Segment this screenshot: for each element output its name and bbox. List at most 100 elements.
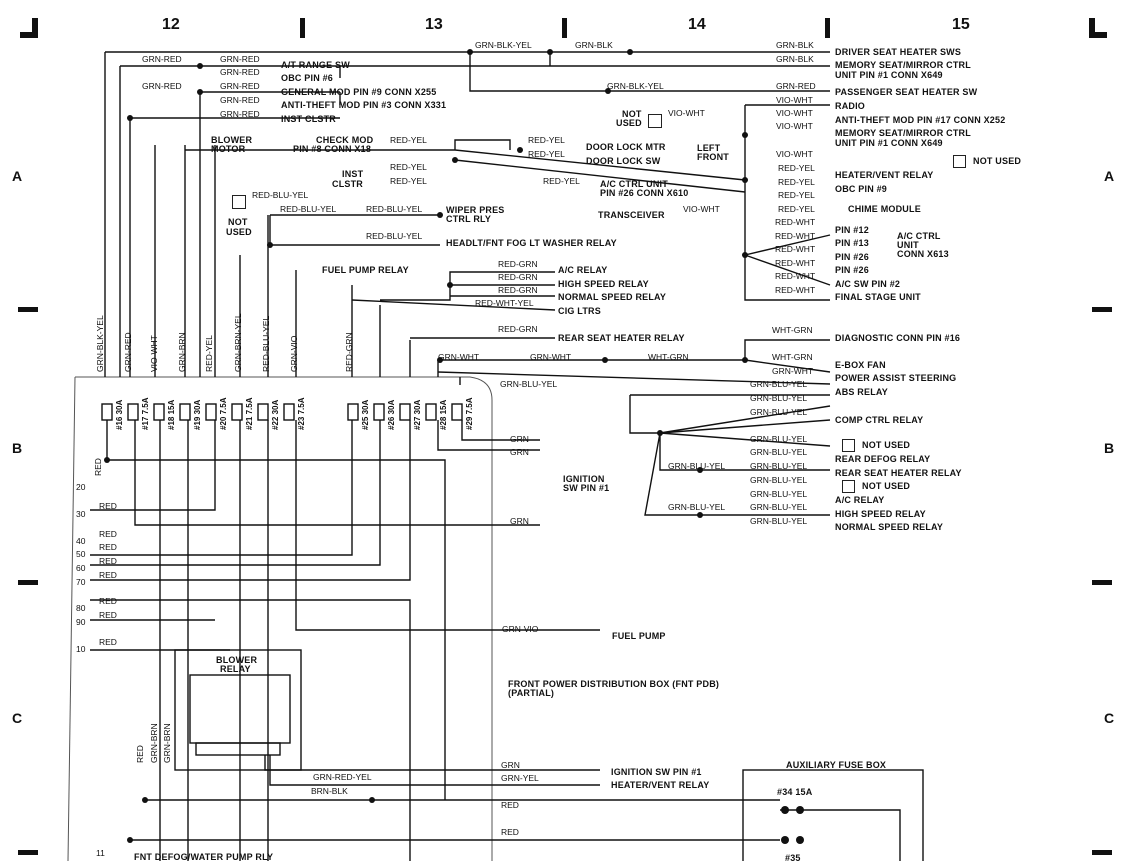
destination-label: INST CLSTR bbox=[281, 114, 336, 124]
destination-label: CONN X613 bbox=[897, 249, 949, 259]
wire-label: GRN-RED-YEL bbox=[313, 772, 372, 782]
wire-label: RED-BLU-YEL bbox=[280, 204, 337, 214]
wire-label: GRN-WHT bbox=[530, 352, 572, 362]
destination-label: DRIVER SEAT HEATER SWS bbox=[835, 47, 962, 57]
fuse-row-left bbox=[101, 403, 295, 421]
wire-label: VIO-WHT bbox=[776, 149, 813, 159]
wire-label: GRN bbox=[510, 447, 529, 457]
blower-relay-title: BLOWER bbox=[216, 655, 258, 665]
fuse-label: #29 7.5A bbox=[465, 397, 474, 430]
fuse-wire-label: GRN-VIO bbox=[289, 335, 299, 372]
wire-label: GRN-BLU-YEL bbox=[750, 489, 808, 499]
wire-label: GRN bbox=[510, 434, 529, 444]
pdb-title: (PARTIAL) bbox=[508, 688, 555, 698]
destination-label: REAR SEAT HEATER RELAY bbox=[835, 468, 962, 478]
destination-label: NOT USED bbox=[862, 481, 911, 491]
destination-label: HEATER/VENT RELAY bbox=[835, 170, 934, 180]
destination-label: HEATER/VENT RELAY bbox=[611, 780, 710, 790]
destination-label: OBC PIN #6 bbox=[281, 73, 334, 83]
fuse-wire-label: VIO-WHT bbox=[149, 335, 159, 372]
destination-label: A/C SW PIN #2 bbox=[835, 279, 901, 289]
fuse-label: #16 30A bbox=[115, 399, 124, 430]
wire-label: RED bbox=[135, 745, 145, 763]
destination-label: DOOR LOCK SW bbox=[586, 156, 661, 166]
pin-label: PIN #13 bbox=[835, 238, 869, 248]
wire-label: GRN-RED bbox=[220, 109, 260, 119]
pin-number: 20 bbox=[76, 482, 86, 492]
destination-label: UNIT bbox=[897, 240, 919, 250]
wire-label: RED-YEL bbox=[778, 190, 815, 200]
wire-label: RED-WHT bbox=[775, 271, 816, 281]
wire-label: GRN-BLU-YEL bbox=[668, 461, 726, 471]
destination-label: HEADLT/FNT FOG LT WASHER RELAY bbox=[446, 238, 617, 248]
destination-label: UNIT PIN #1 CONN X649 bbox=[835, 138, 943, 148]
not-used-label: USED bbox=[616, 118, 642, 128]
wire-label: RED bbox=[99, 542, 117, 552]
pin-label: PIN #26 bbox=[835, 265, 869, 275]
column-13: 13 bbox=[425, 16, 443, 33]
pdb-outline bbox=[75, 376, 493, 861]
wire-label: GRN-WHT bbox=[772, 366, 814, 376]
wire-label: GRN-BLK bbox=[575, 40, 613, 50]
destination-label: DIAGNOSTIC CONN PIN #16 bbox=[835, 333, 961, 343]
destination-label: ANTI-THEFT MOD PIN #3 CONN X331 bbox=[281, 100, 447, 110]
wire-label: GRN-RED bbox=[142, 54, 182, 64]
pin-number: 40 bbox=[76, 536, 86, 546]
wire-label: RED-WHT bbox=[775, 258, 816, 268]
destination-label: HIGH SPEED RELAY bbox=[558, 279, 649, 289]
wire-label: GRN-RED bbox=[220, 95, 260, 105]
destination-label: HIGH SPEED RELAY bbox=[835, 509, 926, 519]
wire-label: RED bbox=[99, 556, 117, 566]
aux-fuse-box bbox=[742, 769, 924, 861]
wire-label: RED-GRN bbox=[498, 272, 538, 282]
wire-label: GRN-BLK bbox=[776, 40, 814, 50]
fuse-label: #34 15A bbox=[777, 787, 813, 797]
fuse-wire-label: RED-BLU-YEL bbox=[261, 315, 271, 372]
blower-relay-box bbox=[174, 649, 302, 771]
wire-label: GRN-BLU-YEL bbox=[500, 379, 558, 389]
wire-label: VIO-WHT bbox=[776, 121, 813, 131]
fuse-wire-label: GRN-RED bbox=[123, 332, 133, 372]
destination-label: CLSTR bbox=[332, 179, 363, 189]
pin-number: 70 bbox=[76, 577, 86, 587]
destination-label: POWER ASSIST STEERING bbox=[835, 373, 957, 383]
pin-label: PIN #26 bbox=[835, 252, 869, 262]
fuse-wire-label: GRN-BRN-YEL bbox=[233, 313, 243, 372]
wire-label: RED-BLU-YEL bbox=[252, 190, 309, 200]
wire-label: GRN-RED bbox=[220, 67, 260, 77]
destination-label: ABS RELAY bbox=[835, 387, 888, 397]
wire-label: RED-YEL bbox=[390, 162, 427, 172]
destination-label: A/C CTRL UNIT bbox=[600, 179, 668, 189]
wire-label: RED-GRN bbox=[498, 259, 538, 269]
wire-label: WHT-GRN bbox=[772, 352, 813, 362]
destination-label: CTRL RLY bbox=[446, 214, 492, 224]
destination-label: PASSENGER SEAT HEATER SW bbox=[835, 87, 978, 97]
destination-label: DOOR LOCK MTR bbox=[586, 142, 666, 152]
wire-label: RED bbox=[99, 529, 117, 539]
column-15: 15 bbox=[952, 16, 970, 33]
fuse-label: #28 15A bbox=[439, 399, 448, 430]
destination-label: BLOWER bbox=[211, 135, 253, 145]
wire-label: RED bbox=[99, 570, 117, 580]
not-used-connector bbox=[842, 439, 855, 452]
pin-number: 30 bbox=[76, 509, 86, 519]
destination-label: OBC PIN #9 bbox=[835, 184, 888, 194]
wire-label: RED-GRN bbox=[498, 324, 538, 334]
destination-label: INST bbox=[342, 169, 364, 179]
destination-label: MOTOR bbox=[211, 144, 246, 154]
wire-label: RED bbox=[99, 610, 117, 620]
destination-label: WIPER PRES bbox=[446, 205, 505, 215]
fuse-label: #27 30A bbox=[413, 399, 422, 430]
wire-label: WHT-GRN bbox=[648, 352, 689, 362]
destination-label: IGNITION bbox=[563, 474, 605, 484]
row-a-left: A bbox=[12, 168, 23, 184]
destination-label: PIN #8 CONN X18 bbox=[293, 144, 372, 154]
destination-label: A/C CTRL bbox=[897, 231, 941, 241]
destination-label: FINAL STAGE UNIT bbox=[835, 292, 921, 302]
wire-label: GRN bbox=[501, 760, 520, 770]
wire-label: GRN-BLK-YEL bbox=[607, 81, 664, 91]
wire-label: RED-YEL bbox=[528, 149, 565, 159]
wire-label: GRN-RED bbox=[220, 54, 260, 64]
not-used-label: NOT bbox=[622, 109, 642, 119]
